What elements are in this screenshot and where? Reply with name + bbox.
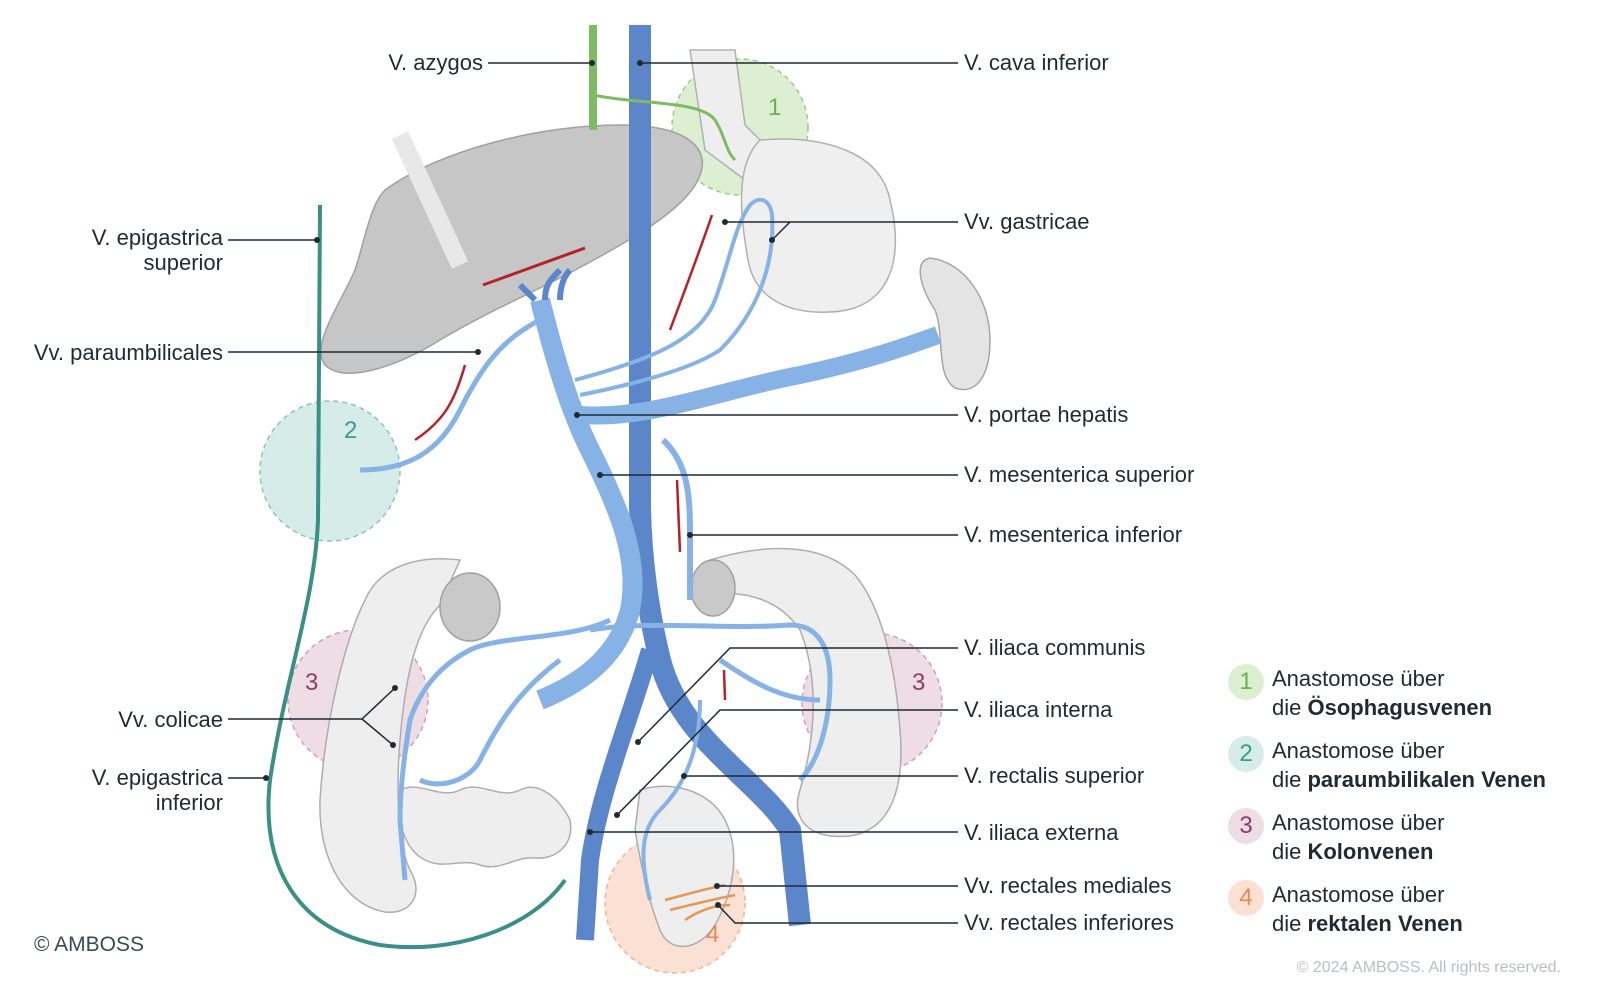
leader-rectales-inf <box>717 904 958 924</box>
label-v-portae-hepatis: V. portae hepatis <box>964 402 1129 427</box>
label-v-cava-inferior: V. cava inferior <box>964 50 1109 75</box>
azygos-branch <box>592 93 737 162</box>
flow-arrow-rectal <box>722 669 727 701</box>
descending-colon-end <box>690 559 736 617</box>
stomach <box>740 138 897 313</box>
region-1-number: 1 <box>768 94 781 121</box>
legend-text-1: Anastomose über die Ösophagusvenen <box>1272 664 1492 722</box>
label-v-iliaca-externa: V. iliaca externa <box>964 820 1119 845</box>
colic-veins-left <box>397 617 612 881</box>
descending-colon <box>709 547 902 838</box>
legend-number-4: 4 <box>1228 880 1264 916</box>
leader-iliaca-comm <box>637 647 958 743</box>
label-v-epigastrica-superior-line1: V. epigastrica <box>91 225 223 250</box>
label-vv-colicae: Vv. colicae <box>118 707 223 732</box>
label-v-azygos: V. azygos <box>388 50 483 75</box>
region-3-number-right: 3 <box>912 669 925 696</box>
label-v-rectalis-superior: V. rectalis superior <box>964 763 1145 788</box>
vena-epigastrica <box>266 204 567 950</box>
legend-line1: Anastomose über <box>1272 666 1445 691</box>
leader-colicae <box>228 687 396 746</box>
legend-text-3: Anastomose über die Kolonvenen <box>1272 808 1444 866</box>
flow-arrow-mesenterica-inferior <box>675 479 682 553</box>
legend-item-2: 2 Anastomose über die paraumbilikalen Ve… <box>1228 736 1588 800</box>
legend-item-1: 1 Anastomose über die Ösophagusvenen <box>1228 664 1588 728</box>
label-v-mesenterica-superior: V. mesenterica superior <box>964 462 1195 487</box>
legend-item-3: 3 Anastomose über die Kolonvenen <box>1228 808 1588 872</box>
vena-portae-hepatis <box>530 297 643 710</box>
region-4-number: 4 <box>706 921 719 948</box>
legend-number-2: 2 <box>1228 736 1264 772</box>
label-v-epigastrica-superior-line2: superior <box>143 250 223 275</box>
label-vv-gastricae: Vv. gastricae <box>964 209 1090 234</box>
flow-arrow-paraumbilical <box>414 364 467 442</box>
copyright-notice: © 2024 AMBOSS. All rights reserved. <box>1296 959 1561 976</box>
label-v-mesenterica-inferior: V. mesenterica inferior <box>964 522 1183 547</box>
gastric-vein-1 <box>574 197 775 397</box>
legend-line2: die Ösophagusvenen <box>1272 695 1493 720</box>
leader-gastricae <box>725 221 958 241</box>
legend-line1: Anastomose über <box>1272 810 1445 835</box>
ascending-colon <box>319 558 462 913</box>
legend-line2: die rektalen Venen <box>1272 911 1463 936</box>
legend-text-2: Anastomose über die paraumbilikalen Vene… <box>1272 736 1546 794</box>
region-2-paraumbilical <box>259 400 401 542</box>
ascending-colon-end <box>439 572 501 642</box>
leader-iliaca-int <box>616 709 958 816</box>
falciform-ligament <box>391 131 469 269</box>
label-vv-rectales-mediales: Vv. rectales mediales <box>964 873 1172 898</box>
vena-cava-inferior <box>629 25 811 927</box>
legend-bold-term: Ösophagusvenen <box>1307 695 1493 720</box>
legend-line2: die paraumbilikalen Venen <box>1272 767 1546 792</box>
label-vv-rectales-inferiores: Vv. rectales inferiores <box>964 910 1174 935</box>
legend-bold-term: Kolonvenen <box>1307 839 1434 864</box>
legend-line1: Anastomose über <box>1272 738 1445 763</box>
legend-line1: Anastomose über <box>1272 882 1445 907</box>
paraumbilical-vein <box>359 317 542 473</box>
legend-number-3: 3 <box>1228 808 1264 844</box>
vena-lienalis <box>579 326 942 425</box>
leader-dots <box>263 60 775 908</box>
amboss-credit: © AMBOSS <box>34 933 145 956</box>
legend-text-4: Anastomose über die rektalen Venen <box>1272 880 1463 938</box>
legend-line2: die Kolonvenen <box>1272 839 1434 864</box>
iliaca-communis-left <box>576 647 659 941</box>
spleen <box>919 257 991 391</box>
liver-edge-red-line <box>482 246 586 287</box>
label-v-epigastrica-inferior-line2: inferior <box>155 790 223 815</box>
portal-hilum-branches <box>517 267 573 303</box>
label-v-iliaca-interna: V. iliaca interna <box>964 697 1113 722</box>
flow-arrow-gastric <box>668 214 714 331</box>
region-2-number: 2 <box>344 417 357 444</box>
legend-bold-term: paraumbilikalen Venen <box>1307 767 1546 792</box>
vena-mesenterica-inferior <box>660 437 693 600</box>
legend-number-1: 1 <box>1228 664 1264 700</box>
small-intestine <box>398 786 572 868</box>
region-3-number-left: 3 <box>305 669 318 696</box>
leader-lines <box>228 62 958 924</box>
legend-bold-term: rektalen Venen <box>1307 911 1463 936</box>
label-vv-paraumbilicales: Vv. paraumbilicales <box>33 340 223 365</box>
label-v-iliaca-communis: V. iliaca communis <box>964 635 1146 660</box>
colic-veins-right <box>589 622 833 782</box>
legend-item-4: 4 Anastomose über die rektalen Venen <box>1228 880 1588 944</box>
label-v-epigastrica-inferior-line1: V. epigastrica <box>91 765 223 790</box>
